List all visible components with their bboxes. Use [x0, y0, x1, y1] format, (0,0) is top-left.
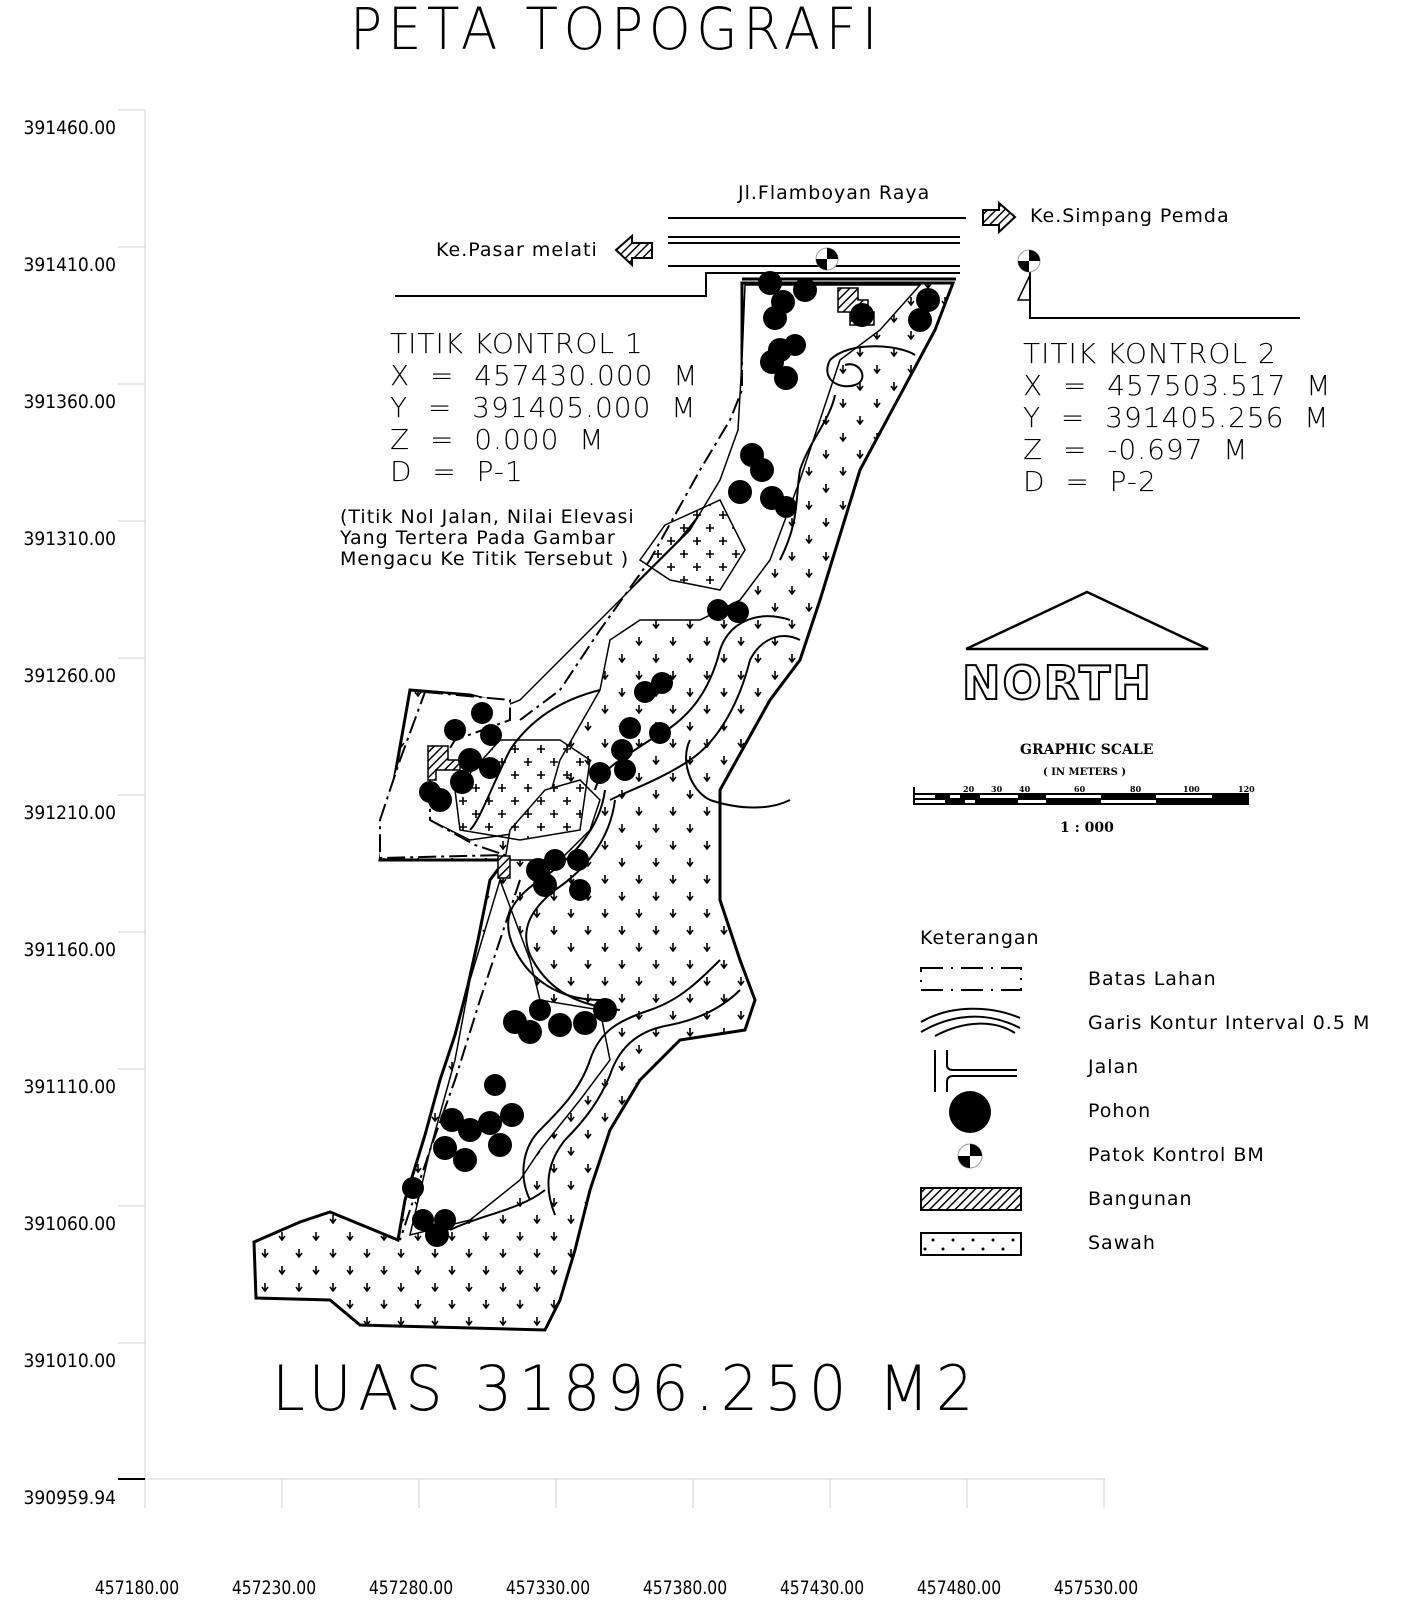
direction-label-right: Ke.Simpang Pemda: [1030, 205, 1230, 227]
x-tick-label: 457230.00: [231, 1577, 317, 1599]
y-tick-label: 390959.94: [23, 1487, 116, 1509]
direction-label-left: Ke.Pasar melati: [436, 239, 598, 261]
arrow-right-icon: [982, 200, 1017, 235]
control-point-z: Z = -0.697 M: [1023, 433, 1249, 466]
scale-tick: 120: [1238, 784, 1255, 794]
control-point-y: Y = 391405.256 M: [1023, 401, 1330, 434]
arrow-left-icon: [614, 233, 653, 268]
building-symbol-icon: [920, 1187, 1022, 1211]
scale-ratio: 1 : 000: [1060, 820, 1114, 836]
legend-item-label: Jalan: [1088, 1056, 1140, 1078]
legend-item-label: Garis Kontur Interval 0.5 M: [1088, 1012, 1371, 1034]
graphic-scale-title: GRAPHIC SCALE: [1020, 742, 1154, 758]
legend-item-label: Bangunan: [1088, 1188, 1193, 1210]
reference-note: (Titik Nol Jalan, Nilai Elevasi Yang Ter…: [340, 507, 635, 570]
boundary-symbol-icon: [920, 967, 1022, 991]
control-point-title: TITIK KONTROL 1: [390, 327, 644, 360]
x-tick-label: 457530.00: [1053, 1577, 1139, 1599]
legend-item-label: Sawah: [1088, 1232, 1156, 1254]
scale-tick: 80: [1130, 784, 1142, 794]
scale-tick: 30: [991, 784, 1003, 794]
x-tick-label: 457380.00: [642, 1577, 728, 1599]
y-tick-label: 391060.00: [23, 1213, 116, 1235]
area-label: LUAS 31896.250 M2: [272, 1352, 980, 1425]
sawah-symbol-icon: [920, 1232, 1022, 1256]
legend-item-label: Batas Lahan: [1088, 968, 1217, 990]
x-tick-label: 457330.00: [505, 1577, 591, 1599]
road-symbol-icon: [934, 1050, 1017, 1092]
scale-tick: 20: [963, 784, 975, 794]
note-line: Mengacu Ke Titik Tersebut ): [340, 548, 630, 570]
scale-tick: 60: [1074, 784, 1086, 794]
legend-item-label: Patok Kontrol BM: [1088, 1144, 1265, 1166]
y-tick-label: 391260.00: [23, 665, 116, 687]
control-point-d: D = P-1: [390, 455, 524, 488]
legend-title: Keterangan: [920, 927, 1040, 949]
y-tick-label: 391160.00: [23, 939, 116, 961]
north-label: NORTH: [961, 655, 1153, 711]
tree-symbol-icon: [949, 1091, 991, 1133]
north-arrow-icon: [965, 590, 1209, 651]
benchmark-icon: [815, 247, 839, 271]
control-point-1: TITIK KONTROL 1 X = 457430.000 M Y = 391…: [390, 328, 698, 488]
control-point-x: X = 457430.000 M: [390, 359, 699, 392]
benchmark-icon: [1017, 249, 1041, 273]
scale-tick: 100: [1183, 784, 1200, 794]
graphic-scale-bar: [913, 787, 1249, 805]
y-tick-label: 391110.00: [23, 1076, 116, 1098]
y-tick-label: 391410.00: [23, 254, 116, 276]
control-point-y: Y = 391405.000 M: [390, 391, 697, 424]
tree-icon: [402, 271, 940, 1247]
contour-symbol-icon: [920, 1007, 1021, 1037]
legend-symbols: [920, 967, 1022, 1256]
control-point-2: TITIK KONTROL 2 X = 457503.517 M Y = 391…: [1023, 338, 1331, 498]
road-name-label: Jl.Flamboyan Raya: [738, 182, 931, 204]
x-tick-label: 457430.00: [779, 1577, 865, 1599]
x-tick-label: 457280.00: [368, 1577, 454, 1599]
y-tick-label: 391010.00: [23, 1350, 116, 1372]
graphic-scale-unit: ( IN METERS ): [1043, 767, 1127, 778]
note-line: Yang Tertera Pada Gambar: [340, 527, 616, 549]
control-point-z: Z = 0.000 M: [390, 423, 605, 456]
map-title: PETA TOPOGRAFI: [350, 0, 884, 63]
x-tick-label: 457480.00: [916, 1577, 1002, 1599]
y-tick-label: 391360.00: [23, 391, 116, 413]
y-tick-label: 391460.00: [23, 117, 116, 139]
legend-item-label: Pohon: [1088, 1100, 1152, 1122]
control-point-title: TITIK KONTROL 2: [1023, 337, 1277, 370]
control-point-d: D = P-2: [1023, 465, 1157, 498]
benchmark-symbol-icon: [957, 1143, 983, 1169]
scale-tick: 40: [1019, 784, 1031, 794]
y-tick-label: 391310.00: [23, 528, 116, 550]
x-tick-label: 457180.00: [94, 1577, 180, 1599]
note-line: (Titik Nol Jalan, Nilai Elevasi: [340, 506, 635, 528]
control-point-x: X = 457503.517 M: [1023, 369, 1332, 402]
y-tick-label: 391210.00: [23, 802, 116, 824]
